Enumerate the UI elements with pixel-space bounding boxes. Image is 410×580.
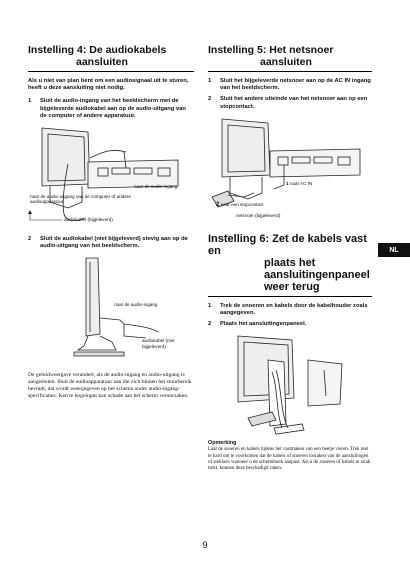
section4-intro: Als u niet van plan bent om een audiosig… [28, 78, 189, 92]
fig3-label-cord: netsnoer (bijgeleverd) [236, 212, 281, 218]
left-column: Instelling 4: De audiokabels aansluiten … [28, 44, 194, 400]
section4-step2: 2 Sluit de audiokabel (niet bijgeleverd)… [28, 236, 188, 250]
note-text: Laat de snoeren en kabels tijdens het va… [208, 447, 371, 472]
monitor-side-illustration [73, 258, 159, 357]
language-tab: NL [378, 243, 410, 257]
section5-step2: 2 Sluit het andere uiteinde van het nets… [208, 96, 368, 110]
fig3-label-acin: 1 naar AC IN [286, 180, 313, 186]
section5-title: Instelling 5: Het netsnoer aansluiten [208, 44, 334, 68]
fig1-cable-arrow [28, 210, 62, 221]
fig2-label-cable: audiokabel (niet bijgeleverd) [142, 338, 175, 349]
monitor-cable-holder-illustration [237, 335, 343, 435]
section5-rule [208, 71, 372, 72]
section4-title: Instelling 4: De audiokabels aansluiten [28, 44, 167, 68]
fig1-label-input: naar de audio-ingang [134, 184, 178, 190]
cable-holder-figure [208, 332, 372, 436]
monitor-rear-power-illustration [211, 118, 361, 208]
page-number: 9 [202, 540, 208, 550]
monitor-rear-audio-illustration [41, 127, 179, 222]
section5-step1: 1 Sluit het bijgeleverde netsnoer aan op… [208, 78, 371, 92]
monitor-side-audio-figure: naar de audio-ingang audiokabel (niet bi… [28, 254, 194, 366]
section4-rule [28, 71, 194, 72]
right-column: Instelling 5: Het netsnoer aansluiten 1 … [208, 44, 372, 473]
fig1-label-cable: audiokabel (bijgeleverd) [64, 217, 113, 223]
fig2-label-input: naar de audio-ingang [114, 302, 158, 308]
section6-step2: 2 Plaats het aansluitingenpaneel. [208, 321, 307, 328]
audio-connection-figure: naar de audio-ingang naar de audio-uitga… [28, 124, 194, 228]
section6-rule [208, 295, 372, 297]
note-heading: Opmerking [208, 440, 237, 447]
section4-body: De geluidweergave verandert, als de audi… [28, 372, 192, 400]
power-cord-figure: 1 naar AC IN 2 naar een stopcontact nets… [208, 115, 372, 221]
section6-step1: 1 Trek de snoeren en kabels door de kabe… [208, 302, 368, 317]
fig1-label-output: naar de audio-uitgang van de computer of… [30, 194, 131, 205]
fig3-label-outlet: 2 naar een stopcontact [216, 201, 264, 208]
section4-step1: 1 Sluit de audio-ingang van het beeldsch… [28, 98, 186, 119]
section6-title: Instelling 6: Zet de kabels vast en plaa… [208, 232, 370, 293]
